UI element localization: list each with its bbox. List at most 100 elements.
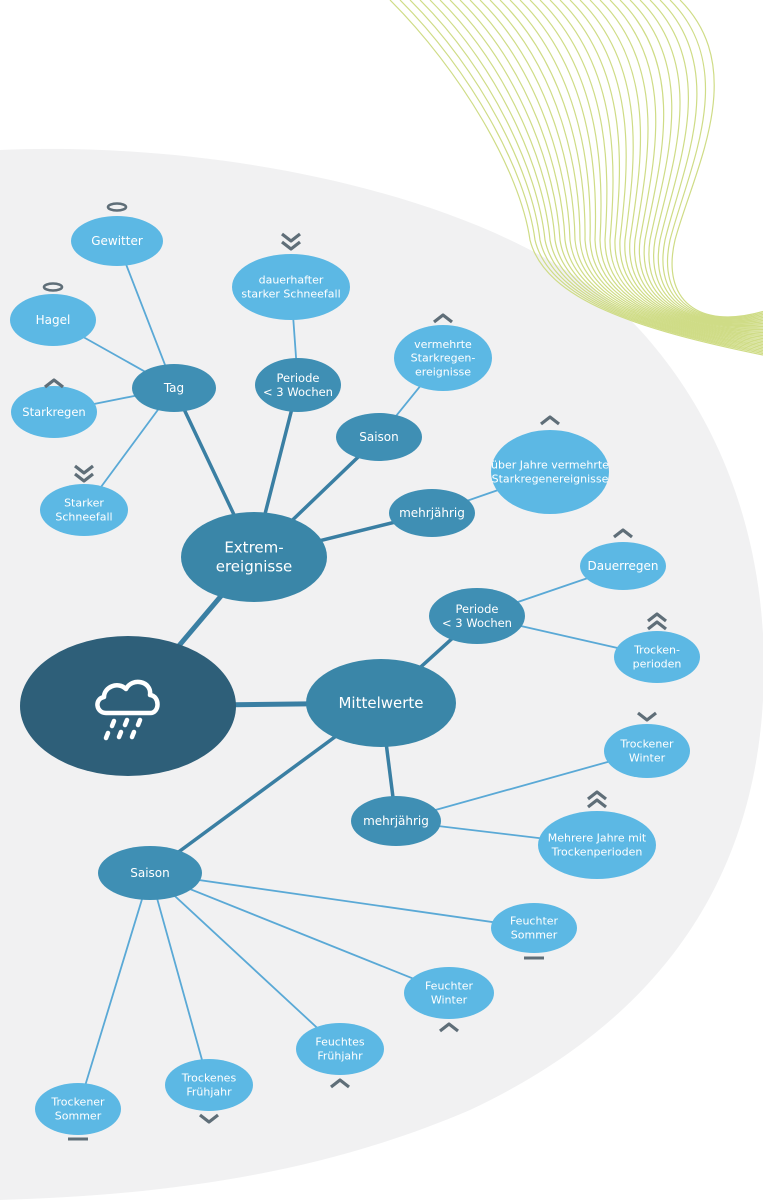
node-label: Sommer (511, 928, 558, 941)
wave-line (539, 0, 763, 334)
node-label: Saison (359, 430, 399, 444)
node-label: ereignisse (216, 557, 293, 575)
wave-line (419, 0, 763, 352)
edge-msai-fsom (149, 872, 535, 929)
node-shape (10, 294, 96, 346)
node-label: Frühjahr (317, 1049, 363, 1062)
node-shape (491, 903, 577, 953)
node-tag: Tag (132, 364, 216, 412)
node-label: Winter (629, 751, 666, 764)
wave-line (559, 0, 763, 331)
edge-msai-ffru (149, 872, 341, 1050)
cloud-rain-icon (95, 679, 160, 741)
wave-line (619, 0, 763, 323)
node-mehrjaehrig-mittel: mehrjährig (351, 796, 441, 846)
node-label: Feuchter (425, 980, 474, 993)
node-label: Sommer (55, 1109, 102, 1122)
node-label: ereignisse (415, 365, 471, 378)
node-shape (165, 1059, 253, 1111)
trend-up-icon (433, 313, 453, 324)
wave-line (399, 0, 763, 355)
trend-markers (42, 202, 667, 1141)
node-shape (580, 542, 666, 590)
node-label: mehrjährig (399, 506, 465, 520)
wave-line (389, 0, 763, 356)
node-hagel: Hagel (10, 294, 96, 346)
trend-down-double-icon (281, 232, 301, 251)
node-mehrjaehrig-extreme: mehrjährig (389, 489, 475, 537)
trend-neutral-icon (106, 202, 128, 212)
node-label: über Jahre vermehrte (491, 459, 609, 472)
trend-up-double-icon (647, 612, 667, 631)
node-periode-mittel: Periode< 3 Wochen (429, 588, 525, 644)
node-label: Periode (456, 602, 499, 616)
node-label: Trocken- (633, 644, 680, 657)
node-shape (98, 846, 202, 900)
wave-line (569, 0, 763, 329)
node-shape (604, 724, 690, 778)
node-shape (71, 216, 163, 266)
node-label: Gewitter (91, 234, 143, 248)
node-shape (404, 967, 494, 1019)
node-label: mehrjährig (363, 814, 429, 828)
wave-line (579, 0, 763, 328)
node-shape (389, 489, 475, 537)
node-label: dauerhafter (259, 274, 324, 287)
node-label: Trockenperioden (551, 845, 643, 858)
edge-msai-tfru (149, 872, 210, 1086)
diagram-nodes: Extrem-ereignisseMittelwerteTagPeriode< … (10, 216, 700, 1135)
node-label: Schneefall (55, 510, 112, 523)
wave-line (666, 0, 763, 319)
trend-up-icon (439, 1022, 459, 1033)
node-shape (255, 358, 341, 412)
node-shape (11, 386, 97, 438)
node-trockenperioden: Trocken-perioden (614, 631, 700, 683)
node-shape (232, 254, 350, 320)
node-label: Extrem- (224, 539, 283, 557)
trend-up-icon (44, 378, 64, 389)
node-shape (336, 413, 422, 461)
trend-down-double-icon (74, 464, 94, 483)
node-extremereignisse: Extrem-ereignisse (181, 512, 327, 602)
node-shape (306, 659, 456, 747)
node-label: Feuchter (510, 915, 559, 928)
node-shape (296, 1023, 384, 1075)
node-label: < 3 Wochen (442, 616, 512, 630)
wave-line (489, 0, 763, 341)
node-starkregen: Starkregen (11, 386, 97, 438)
node-periode-extreme: Periode< 3 Wochen (255, 358, 341, 412)
node-label: Starker (64, 497, 104, 510)
node-label: vermehrte (414, 338, 472, 351)
trend-neutral-icon (42, 282, 64, 292)
wave-line (629, 0, 763, 322)
wave-line-pattern (389, 0, 763, 356)
wave-line (439, 0, 763, 349)
node-label: Tag (163, 381, 184, 395)
wave-line (469, 0, 763, 344)
node-shape (491, 430, 609, 514)
wave-line (671, 0, 763, 318)
wave-line (499, 0, 763, 340)
wave-line (649, 0, 763, 320)
wave-line (449, 0, 763, 347)
wave-line (599, 0, 763, 325)
node-label: Saison (130, 866, 170, 880)
edge-msai-fwin (149, 872, 450, 994)
node-shape (538, 811, 656, 879)
node-label: Frühjahr (186, 1085, 232, 1098)
node-shape (394, 325, 492, 391)
wave-line (519, 0, 763, 337)
node-label: Starkregenereignisse (492, 472, 609, 485)
trend-up-double-icon (587, 790, 607, 809)
